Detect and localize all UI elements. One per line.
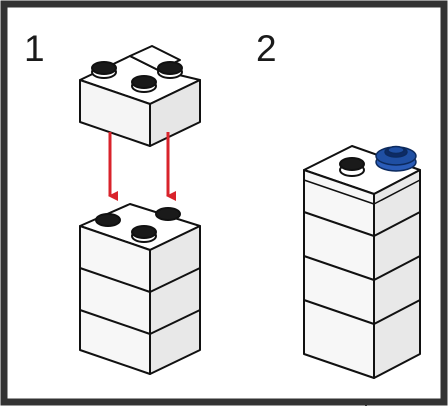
stack-studs: [95, 207, 181, 243]
brick-studs: [91, 61, 183, 93]
arrow-down-icon: [108, 132, 176, 201]
round-blue-plate-icon: [375, 145, 417, 172]
assembled-stack-icon: [303, 145, 421, 379]
step-2-number: 2: [256, 28, 277, 69]
brick-l-shape-icon: [79, 45, 201, 147]
brick-stack-icon: [79, 203, 201, 375]
step-1-number: 1: [24, 28, 45, 69]
